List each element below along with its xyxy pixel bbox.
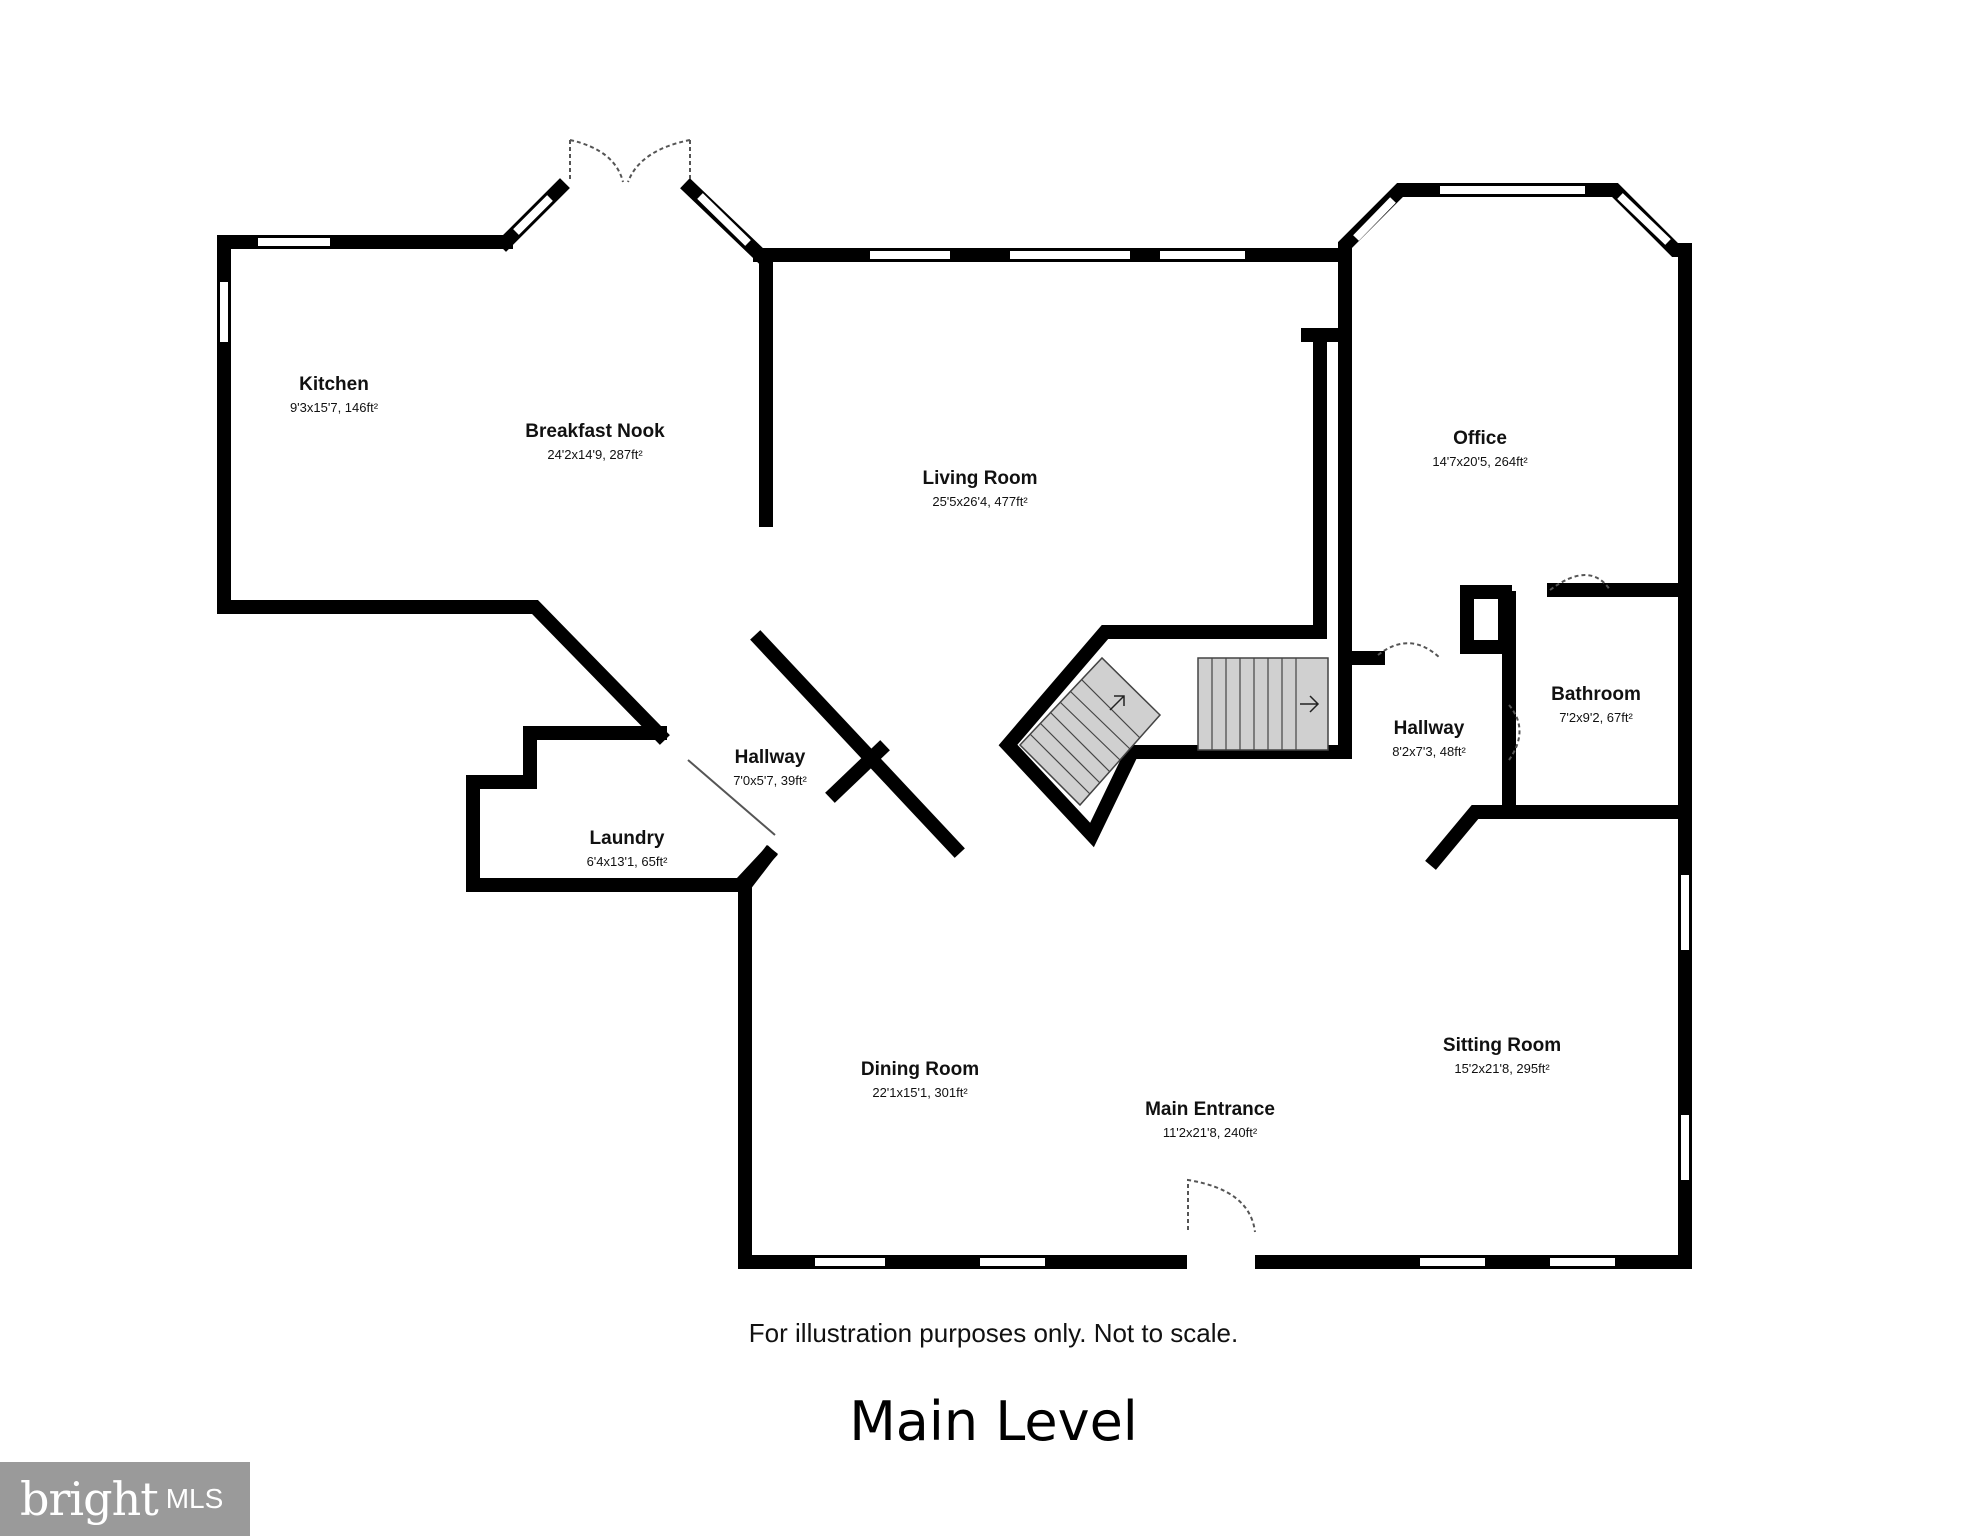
window: [513, 195, 553, 235]
room-dims-office: 14'7x20'5, 264ft²: [1432, 454, 1528, 469]
room-dims-main-entrance: 11'2x21'8, 240ft²: [1163, 1125, 1258, 1140]
window: [1617, 193, 1671, 245]
bright-mls-logo: bright MLS: [0, 1462, 250, 1536]
room-name-dining-room: Dining Room: [861, 1059, 979, 1080]
room-dims-dining-room: 22'1x15'1, 301ft²: [872, 1085, 968, 1100]
logo-word: bright: [20, 1472, 159, 1526]
front-door: [1187, 1178, 1256, 1233]
window: [1353, 197, 1396, 241]
room-name-kitchen: Kitchen: [299, 374, 369, 395]
french-door: [627, 139, 691, 183]
wall-hall-stub: [825, 740, 890, 803]
room-name-laundry: Laundry: [590, 828, 665, 849]
room-name-bathroom: Bathroom: [1551, 684, 1641, 705]
room-name-main-entrance: Main Entrance: [1145, 1099, 1275, 1120]
wall-closet: [1460, 585, 1512, 654]
wall-hall-diagonal: [750, 630, 965, 858]
walls: [217, 178, 1692, 1269]
room-name-breakfast-nook: Breakfast Nook: [525, 421, 665, 442]
doors: [569, 139, 1611, 1233]
room-labels: Kitchen 9'3x15'7, 146ft² Breakfast Nook …: [290, 374, 1641, 1140]
french-door: [569, 139, 624, 183]
bath-side-door: [1508, 704, 1521, 761]
room-dims-hallway-west: 7'0x5'7, 39ft²: [733, 773, 807, 788]
stairs: [1018, 656, 1329, 807]
window: [697, 193, 751, 246]
level-title: Main Level: [849, 1390, 1138, 1453]
logo-suffix: MLS: [165, 1483, 224, 1514]
arrow-up-right-icon: [1109, 695, 1125, 711]
room-name-office: Office: [1453, 428, 1507, 449]
wall-kitchen-outer: [217, 235, 670, 745]
room-name-hallway-east: Hallway: [1394, 718, 1465, 739]
room-dims-bathroom: 7'2x9'2, 67ft²: [1559, 710, 1633, 725]
room-dims-laundry: 6'4x13'1, 65ft²: [587, 854, 669, 869]
windows: [220, 186, 1689, 1266]
room-name-living-room: Living Room: [922, 468, 1037, 489]
room-dims-breakfast-nook: 24'2x14'9, 287ft²: [547, 447, 643, 462]
room-dims-sitting-room: 15'2x21'8, 295ft²: [1454, 1061, 1550, 1076]
disclaimer-text: For illustration purposes only. Not to s…: [748, 1318, 1239, 1348]
wall-office-outer: [1338, 183, 1692, 819]
wall-core: [998, 328, 1352, 848]
wall-south-east: [1255, 805, 1692, 1269]
bath-door: [1549, 574, 1611, 591]
arrow-right-icon: [1300, 695, 1320, 713]
room-name-hallway-west: Hallway: [735, 747, 806, 768]
wall-south: [738, 845, 1187, 1269]
laundry-door: [687, 759, 776, 836]
room-dims-kitchen: 9'3x15'7, 146ft²: [290, 400, 379, 415]
room-dims-living-room: 25'5x26'4, 477ft²: [932, 494, 1028, 509]
room-dims-hallway-east: 8'2x7'3, 48ft²: [1392, 744, 1466, 759]
hall-door: [1377, 642, 1441, 659]
room-name-sitting-room: Sitting Room: [1443, 1035, 1561, 1056]
